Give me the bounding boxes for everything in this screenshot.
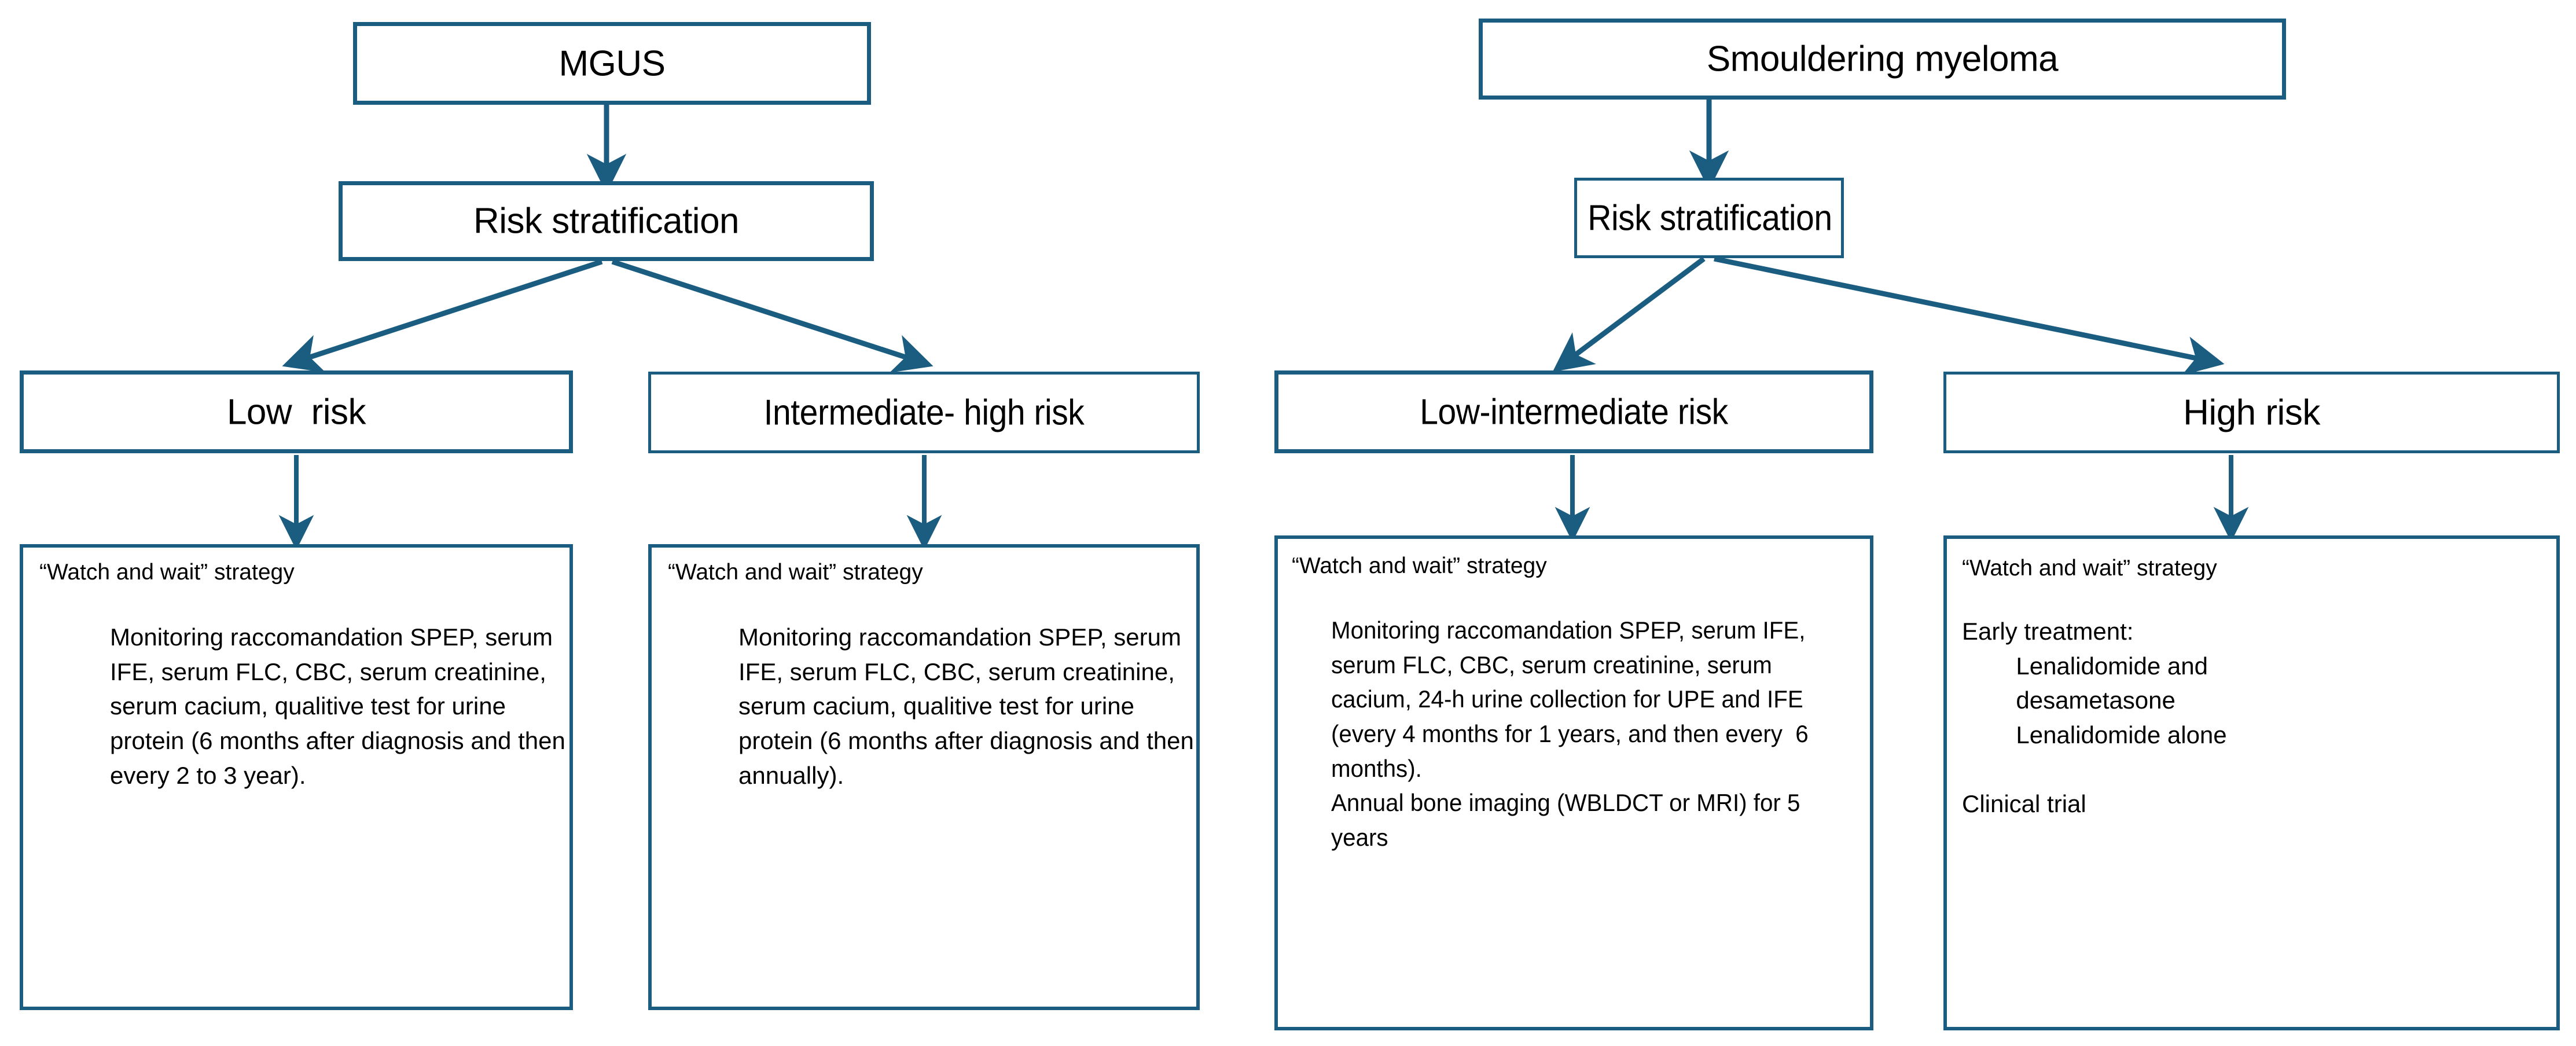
detail-box-high-risk-heading: “Watch and wait” strategy bbox=[1962, 556, 2217, 581]
detail-box-intermediate-high-risk: “Watch and wait” strategy Monitoring rac… bbox=[648, 544, 1200, 1010]
node-mgus[interactable]: MGUS bbox=[353, 22, 871, 105]
detail-box-intermediate-high-risk-heading: “Watch and wait” strategy bbox=[668, 560, 923, 585]
detail-box-low-risk: “Watch and wait” strategy Monitoring rac… bbox=[20, 544, 573, 1010]
detail-box-low-risk-heading: “Watch and wait” strategy bbox=[39, 560, 295, 585]
detail-box-low-intermediate-risk-body: Monitoring raccomandation SPEP, serum IF… bbox=[1331, 616, 1809, 851]
detail-box-low-intermediate-risk-heading: “Watch and wait” strategy bbox=[1292, 553, 1547, 578]
edge-stratification-to-low-risk bbox=[282, 259, 603, 373]
detail-box-intermediate-high-risk-body: Monitoring raccomandation SPEP, serum IF… bbox=[738, 623, 1194, 789]
detail-box-low-intermediate-risk: “Watch and wait” strategy Monitoring rac… bbox=[1274, 535, 1873, 1030]
edge-stratification-to-high-risk bbox=[1714, 256, 2225, 376]
node-risk-stratification-smouldering[interactable]: Risk stratification bbox=[1574, 178, 1844, 258]
node-risk-stratification-mgus[interactable]: Risk stratification bbox=[339, 181, 874, 261]
node-high-risk-label: High risk bbox=[2183, 392, 2320, 432]
detail-box-high-risk: “Watch and wait” strategy Early treatmen… bbox=[1943, 535, 2560, 1030]
detail-box-high-risk-body: Early treatment: Lenalidomide and desame… bbox=[1962, 618, 2227, 818]
node-low-intermediate-risk[interactable]: Low-intermediate risk bbox=[1274, 370, 1873, 453]
edge-stratification-to-low-intermediate-risk bbox=[1552, 256, 1706, 372]
edge-stratification-to-intermediate-high-risk bbox=[611, 259, 934, 373]
node-low-risk-label: Low risk bbox=[226, 391, 366, 432]
node-low-intermediate-risk-label: Low-intermediate risk bbox=[1420, 391, 1728, 432]
node-risk-stratification-smouldering-label: Risk stratification bbox=[1588, 197, 1832, 238]
detail-box-low-risk-body: Monitoring raccomandation SPEP, serum IF… bbox=[110, 623, 572, 789]
node-mgus-label: MGUS bbox=[558, 43, 666, 83]
node-high-risk[interactable]: High risk bbox=[1943, 372, 2560, 453]
node-smouldering-myeloma[interactable]: Smouldering myeloma bbox=[1479, 19, 2286, 100]
node-risk-stratification-mgus-label: Risk stratification bbox=[473, 201, 740, 241]
node-intermediate-high-risk[interactable]: Intermediate- high risk bbox=[648, 372, 1200, 453]
node-smouldering-myeloma-label: Smouldering myeloma bbox=[1706, 39, 2059, 79]
node-intermediate-high-risk-label: Intermediate- high risk bbox=[763, 392, 1085, 432]
node-low-risk[interactable]: Low risk bbox=[20, 370, 573, 453]
